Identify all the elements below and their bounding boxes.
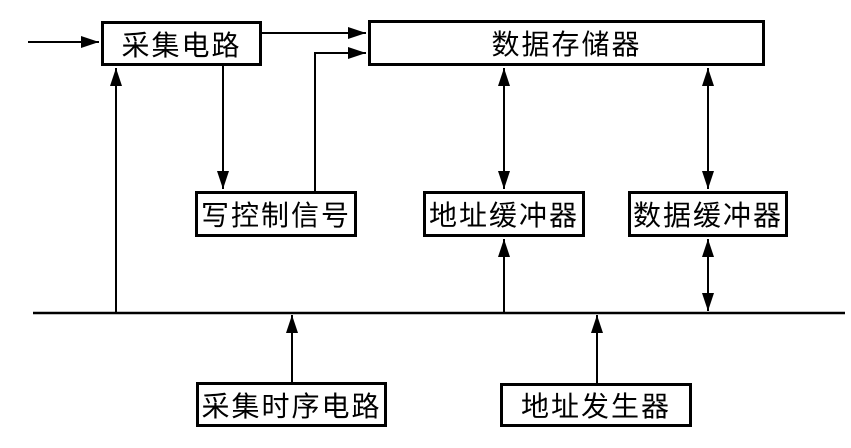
node-acquisition-timing-circuit-label: 采集时序电路 [201,389,382,423]
node-write-control-signal-label: 写控制信号 [200,199,351,232]
node-acquisition-circuit-label: 采集电路 [121,28,242,62]
node-address-generator-label: 地址发生器 [520,390,671,423]
connector-write-control-to-storage-arrow [314,47,366,191]
node-acquisition-circuit: 采集电路 [101,21,262,66]
node-data-storage: 数据存储器 [368,20,765,66]
node-address-buffer-label: 地址缓冲器 [428,199,579,232]
node-data-buffer: 数据缓冲器 [628,191,788,237]
node-acquisition-timing-circuit: 采集时序电路 [196,382,387,427]
node-data-storage-label: 数据存储器 [491,28,642,61]
node-data-buffer-label: 数据缓冲器 [632,199,783,232]
node-address-generator: 地址发生器 [500,383,692,427]
node-address-buffer: 地址缓冲器 [423,191,585,237]
node-write-control-signal: 写控制信号 [195,191,357,237]
